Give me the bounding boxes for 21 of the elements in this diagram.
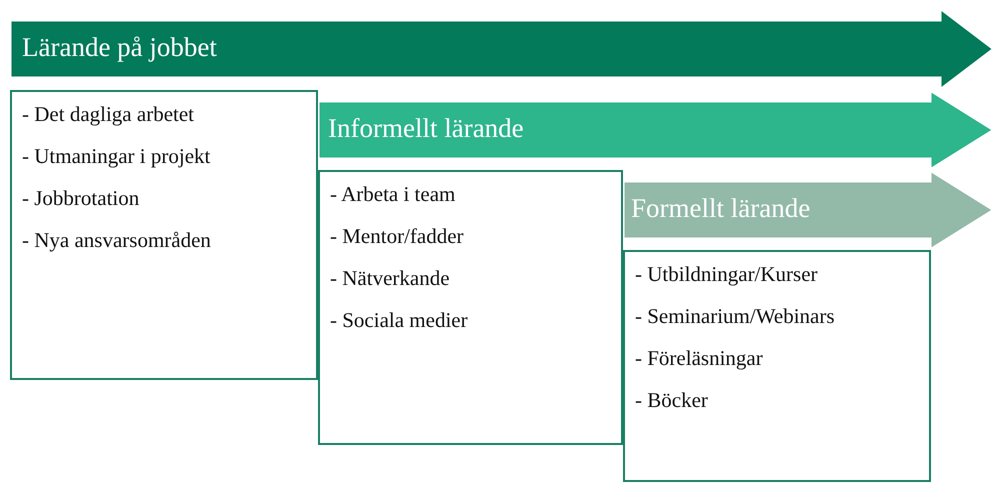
list-item: - Böcker <box>635 390 708 411</box>
list-item: - Jobbrotation <box>22 188 140 209</box>
list-panel <box>318 170 623 445</box>
list-item: - Utmaningar i projekt <box>22 146 210 167</box>
list-panel <box>623 250 931 482</box>
list-item: - Det dagliga arbetet <box>22 104 194 125</box>
arrow-banner <box>318 90 994 170</box>
list-item: - Seminarium/Webinars <box>635 306 835 327</box>
arrow-banner <box>10 8 994 90</box>
list-item: - Mentor/fadder <box>330 226 464 247</box>
list-item: - Föreläsningar <box>635 348 763 369</box>
banner-heading: Informellt lärande <box>328 113 524 144</box>
banner-heading: Formellt lärande <box>631 193 810 224</box>
list-panel <box>10 90 318 380</box>
list-item: - Utbildningar/Kurser <box>635 264 818 285</box>
list-item: - Arbeta i team <box>330 184 456 205</box>
arrow-banner <box>623 170 994 250</box>
list-item: - Nya ansvarsområden <box>22 230 211 251</box>
list-item: - Sociala medier <box>330 310 468 331</box>
list-item: - Nätverkande <box>330 268 450 289</box>
banner-heading: Lärande på jobbet <box>22 32 217 63</box>
